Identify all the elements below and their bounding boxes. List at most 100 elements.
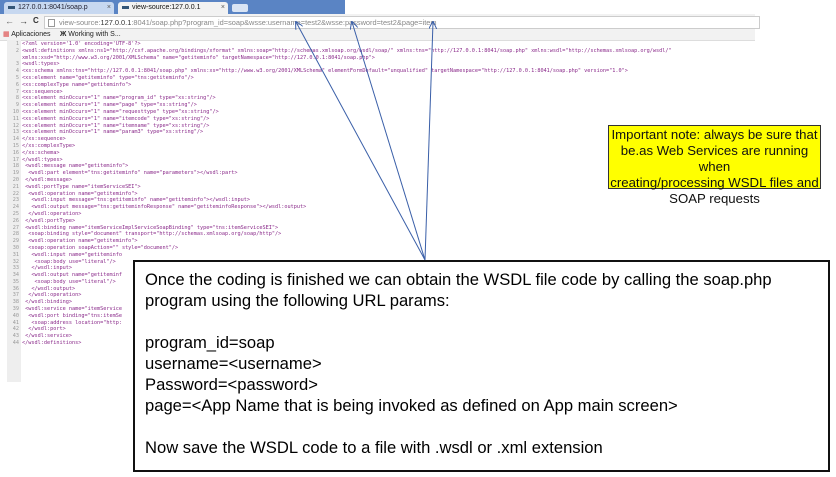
line-text: <wsdl:service name="itemService [22,306,122,313]
forward-icon[interactable]: → [19,16,28,26]
source-line: 26 </wsdl:portType> [7,218,747,225]
note-line: creating/processing WSDL files and [610,175,819,190]
line-text: <xs:element minOccurs="1" name="page" ty… [22,102,197,109]
callout-line [145,416,818,437]
line-number: 44 [12,340,19,347]
source-line: 31 <wsdl:input name="getiteminfo [7,252,747,259]
line-number: 9 [15,102,19,109]
line-text: <wsdl:port binding="tns:itemSe [22,312,122,319]
bookmark-icon: Ж [60,31,67,38]
line-text: </wsdl:output> [22,285,76,292]
source-line: 20 </wsdl:message> [7,177,747,184]
line-number: 7 [15,88,19,95]
source-line: 35 <soap:body use="literal"/> [7,279,747,286]
line-text: <xs:element minOccurs="1" name="requestt… [22,108,219,115]
source-line: 8<xs:element minOccurs="1" name="program… [7,95,747,102]
note-line: SOAP requests [669,191,760,206]
line-text: xmlns:xsd="http://www.w3.org/2001/XMLSch… [22,54,375,61]
line-number: 41 [12,319,19,326]
line-text: </xs:complexType> [22,142,76,149]
source-line: 37 </wsdl:operation> [7,292,747,299]
source-line: 39 <wsdl:service name="itemService [7,306,747,313]
source-line: 25 </wsdl:operation> [7,211,747,218]
source-line: 44</wsdl:definitions> [7,340,747,347]
line-number: 31 [12,251,19,258]
source-line: 22 <wsdl:operation name="getiteminfo"> [7,191,747,198]
line-number: 14 [12,136,19,143]
source-line: 42 </wsdl:port> [7,326,747,333]
url-input[interactable]: view-source:127.0.0.1:8041/soap.php?prog… [44,16,760,29]
favicon-icon [122,6,129,9]
source-line: 11<xs:element minOccurs="1" name="itemco… [7,116,747,123]
bookmark-working-with[interactable]: Ж Working with S... [60,30,121,40]
line-text: </wsdl:binding> [22,299,72,306]
source-line: 36 </wsdl:output> [7,286,747,293]
line-number: 6 [15,81,19,88]
close-tab-icon[interactable]: × [106,4,111,11]
line-number: 5 [15,74,19,81]
line-text: <wsdl:part element="tns:getiteminfo" nam… [22,170,238,177]
source-line: 2<wsdl:definitions xmlns:ns1="http://cxf… [7,48,747,55]
bookmark-label: Aplicaciones [11,31,51,38]
line-text: <xs:element minOccurs="1" name="param3" … [22,129,204,136]
line-number: 13 [12,129,19,136]
source-line: 18 <wsdl:message name="getiteminfo"> [7,163,747,170]
line-text: </wsdl:definitions> [22,340,82,347]
source-line: 28 <soap:binding style="document" transp… [7,231,747,238]
line-number: 3 [15,61,19,68]
url-prefix: view-source: [59,18,101,27]
line-text: </xs:sequence> [22,136,66,143]
line-text: <wsdl:binding name="itemServiceImplServi… [22,224,279,231]
bookmark-apps[interactable]: ▦ Aplicaciones [3,30,51,40]
line-number: 16 [12,149,19,156]
line-number: 30 [12,244,19,251]
line-text: <xs:element minOccurs="1" name="itemcode… [22,115,210,122]
line-text: <wsdl:types> [22,61,60,68]
line-text: </wsdl:service> [22,333,72,340]
source-line: 19 <wsdl:part element="tns:getiteminfo" … [7,170,747,177]
tab-bar: 127.0.0.1:8041/soap.p × view-source:127.… [0,0,755,14]
tab-view-source[interactable]: view-source:127.0.0.1 × [118,2,228,14]
line-text: <xs:sequence> [22,88,63,95]
tab-soap[interactable]: 127.0.0.1:8041/soap.p × [4,2,114,14]
line-number: 29 [12,238,19,245]
line-text: </wsdl:operation> [22,292,82,299]
line-text: <wsdl:operation name="getiteminfo"> [22,238,138,245]
line-number-gutter [7,40,21,382]
line-number: 8 [15,95,19,102]
line-number: 43 [12,333,19,340]
line-number: 2 [15,47,19,54]
note-line: be.as Web Services are running when [620,143,809,174]
new-tab-button[interactable] [232,4,248,12]
callout-line: Once the coding is finished we can obtai… [145,270,772,289]
back-icon[interactable]: ← [5,16,14,26]
line-number: 28 [12,231,19,238]
line-number: 36 [12,285,19,292]
close-tab-icon[interactable]: × [220,4,225,11]
line-number: 26 [12,217,19,224]
line-number: 10 [12,108,19,115]
line-text: </wsdl:types> [22,156,63,163]
line-number: 17 [12,156,19,163]
source-line: 3<wsdl:types> [7,61,747,68]
address-toolbar: ← → C view-source:127.0.0.1:8041/soap.ph… [0,14,760,30]
line-text: <?xml version='1.0' encoding='UTF-8'?> [22,41,141,47]
note-line: Important note: always be sure that [611,127,818,142]
source-line: 27 <wsdl:binding name="itemServiceImplSe… [7,225,747,232]
line-text: <wsdl:message name="getiteminfo"> [22,163,129,170]
callout-line: page=<App Name that is being invoked as … [145,396,678,415]
line-number: 42 [12,326,19,333]
source-line: 38 </wsdl:binding> [7,299,747,306]
source-line: 21 <wsdl:portType name="itemServiceSEI"> [7,184,747,191]
source-line: 23 <wsdl:input message="tns:getiteminfo"… [7,197,747,204]
source-line: 10<xs:element minOccurs="1" name="reques… [7,109,747,116]
source-line: 17</wsdl:types> [7,157,747,164]
bookmarks-bar: ▦ Aplicaciones Ж Working with S... [0,30,755,41]
source-line: 14</xs:sequence> [7,136,747,143]
bookmark-label: Working with S... [68,31,121,38]
source-line: 29 <wsdl:operation name="getiteminfo"> [7,238,747,245]
line-number: 19 [12,170,19,177]
line-number: 32 [12,258,19,265]
source-line: 41 <soap:address location="http: [7,320,747,327]
reload-icon[interactable]: C [33,16,39,25]
